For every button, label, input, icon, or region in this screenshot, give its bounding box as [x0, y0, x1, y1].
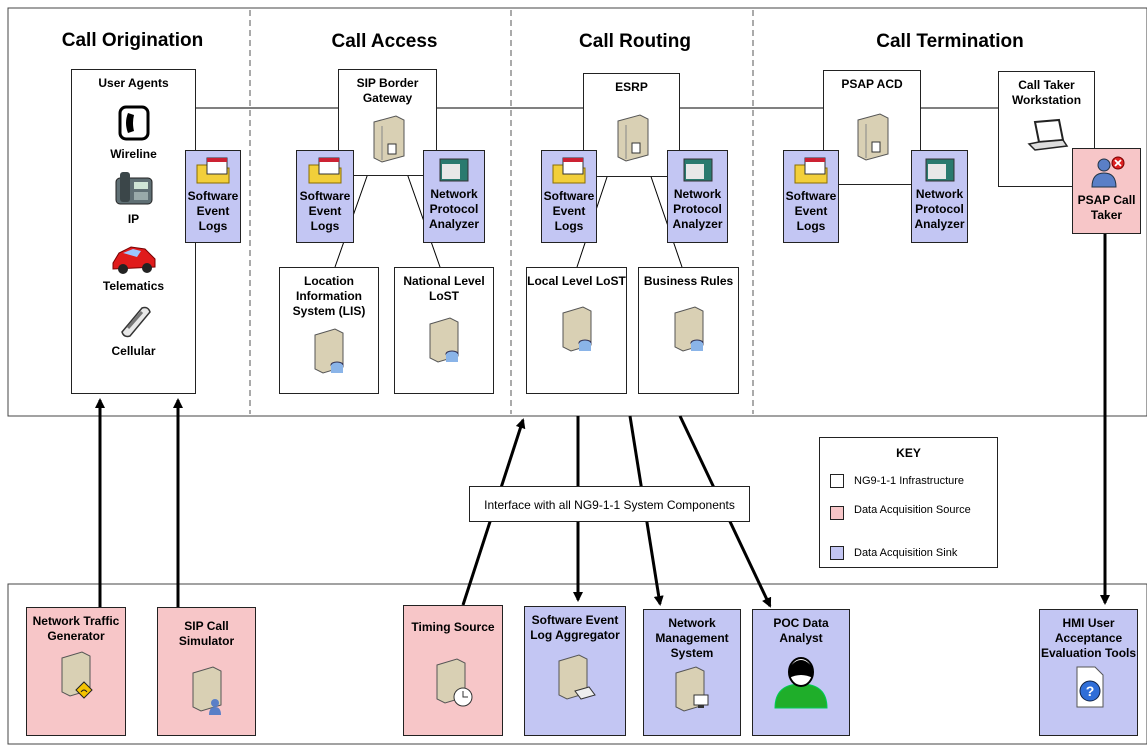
sel-label: Software Event Logs: [299, 189, 351, 233]
key-swatch-sink: [830, 546, 844, 560]
npa-label: Network Protocol Analyzer: [914, 187, 965, 231]
business-rules-box: Business Rules: [638, 267, 739, 394]
car-telematics-icon: [112, 246, 155, 274]
server-icon: [373, 115, 404, 163]
key-title: KEY: [896, 446, 921, 460]
cellphone-icon: [120, 306, 151, 338]
sel-routing: Software Event Logs: [541, 150, 597, 243]
key-swatch-source: [830, 506, 844, 520]
sip-call-simulator: SIP Call Simulator: [157, 607, 256, 736]
folder-log-icon: [552, 157, 586, 184]
sel-label: Software Event Logs: [187, 189, 239, 233]
svg-text:?: ?: [1085, 683, 1094, 699]
folder-log-icon: [794, 157, 828, 184]
npa-routing: Network Protocol Analyzer: [667, 150, 728, 243]
db-server-icon: [674, 306, 703, 352]
analyst-person-icon: [774, 657, 828, 709]
npa-termination: Network Protocol Analyzer: [911, 150, 968, 243]
network-management-system: Network Management System: [643, 609, 741, 736]
lane-title-access: Call Access: [331, 31, 438, 52]
user-agents-box: User Agents Wireline IP Telematics Cellu…: [71, 69, 196, 394]
sel-aggregator: Software Event Log Aggregator: [524, 606, 626, 736]
timing-source-label: Timing Source: [411, 620, 495, 634]
sel-aggregator-label: Software Event Log Aggregator: [530, 613, 620, 642]
sel-label: Software Event Logs: [785, 189, 837, 233]
hmi-tools-label: HMI User Acceptance Evaluation Tools: [1040, 616, 1137, 660]
laptop-icon: [1026, 118, 1068, 151]
help-document-icon: ?: [1076, 666, 1103, 708]
ip-phone-icon: [115, 172, 152, 205]
poc-data-analyst: POC Data Analyst: [752, 609, 850, 736]
hmi-evaluation-tools: HMI User Acceptance Evaluation Tools ?: [1039, 609, 1138, 736]
network-traffic-generator: Network Traffic Generator: [26, 607, 126, 736]
analyzer-window-icon: [439, 158, 469, 182]
key-legend: KEY NG9-1-1 Infrastructure Data Acquisit…: [819, 437, 998, 568]
poc-data-analyst-label: POC Data Analyst: [773, 616, 829, 645]
server-log-icon: [558, 654, 596, 700]
lis-box: Location Information System (LIS): [279, 267, 379, 394]
psap-call-taker-box: PSAP Call Taker: [1072, 148, 1141, 234]
timing-source: Timing Source: [403, 605, 503, 736]
sel-origination: Software Event Logs: [185, 150, 241, 243]
interface-label-box: Interface with all NG9-1-1 System Compon…: [469, 486, 750, 522]
esrp-label: ESRP: [615, 80, 648, 94]
server-user-icon: [192, 666, 221, 715]
user-error-icon: [1090, 156, 1124, 188]
lane-title-origination: Call Origination: [61, 30, 204, 51]
national-lost-label: National Level LoST: [403, 274, 485, 303]
key-label-infra: NG9-1-1 Infrastructure: [854, 475, 965, 487]
server-icon: [617, 114, 648, 162]
sel-label: Software Event Logs: [543, 189, 595, 233]
server-clock-icon: [436, 658, 473, 707]
psap-acd-box: PSAP ACD: [823, 70, 921, 185]
npa-access: Network Protocol Analyzer: [423, 150, 485, 243]
analyzer-window-icon: [925, 158, 954, 182]
key-label-sink: Data Acquisition Sink: [854, 547, 958, 559]
key-label-source: Data Acquisition Source: [854, 504, 971, 516]
psap-acd-label: PSAP ACD: [841, 77, 903, 91]
phone-wireline-icon: [118, 105, 149, 141]
sip-call-simulator-label: SIP Call Simulator: [178, 619, 235, 648]
business-rules-label: Business Rules: [643, 274, 734, 288]
npa-label: Network Protocol Analyzer: [672, 187, 723, 231]
lis-label: Location Information System (LIS): [292, 274, 366, 318]
user-agent-telematics-label: Telematics: [102, 279, 165, 293]
user-agents-title: User Agents: [98, 76, 169, 90]
local-lost-label: Local Level LoST: [527, 274, 626, 288]
esrp-box: ESRP: [583, 73, 680, 177]
lane-title-termination: Call Termination: [876, 31, 1024, 52]
analyzer-window-icon: [683, 158, 712, 182]
sel-access: Software Event Logs: [296, 150, 354, 243]
user-agent-cellular-label: Cellular: [111, 344, 156, 358]
server-monitor-icon: [675, 666, 709, 712]
sel-termination: Software Event Logs: [783, 150, 839, 243]
call-taker-workstation-label: Call Taker Workstation: [1011, 78, 1082, 107]
user-agent-ip-label: IP: [127, 212, 140, 226]
lane-title-routing: Call Routing: [579, 31, 691, 52]
key-swatch-infra: [830, 474, 844, 488]
traffic-generator-label: Network Traffic Generator: [32, 614, 120, 643]
nms-label: Network Management System: [655, 616, 729, 660]
folder-log-icon: [308, 157, 342, 184]
npa-label: Network Protocol Analyzer: [428, 187, 480, 231]
server-icon: [857, 113, 889, 161]
db-server-icon: [562, 306, 591, 352]
local-lost-box: Local Level LoST: [526, 267, 627, 394]
sip-border-gateway: SIP Border Gateway: [338, 69, 437, 176]
folder-log-icon: [196, 157, 230, 184]
db-server-icon: [429, 317, 459, 363]
user-agent-wireline-label: Wireline: [110, 147, 157, 161]
server-traffic-icon: [61, 651, 93, 699]
sip-border-gateway-label: SIP Border Gateway: [356, 76, 419, 105]
db-server-icon: [314, 328, 344, 374]
national-lost-box: National Level LoST: [394, 267, 494, 394]
psap-call-taker-label: PSAP Call Taker: [1077, 193, 1136, 222]
